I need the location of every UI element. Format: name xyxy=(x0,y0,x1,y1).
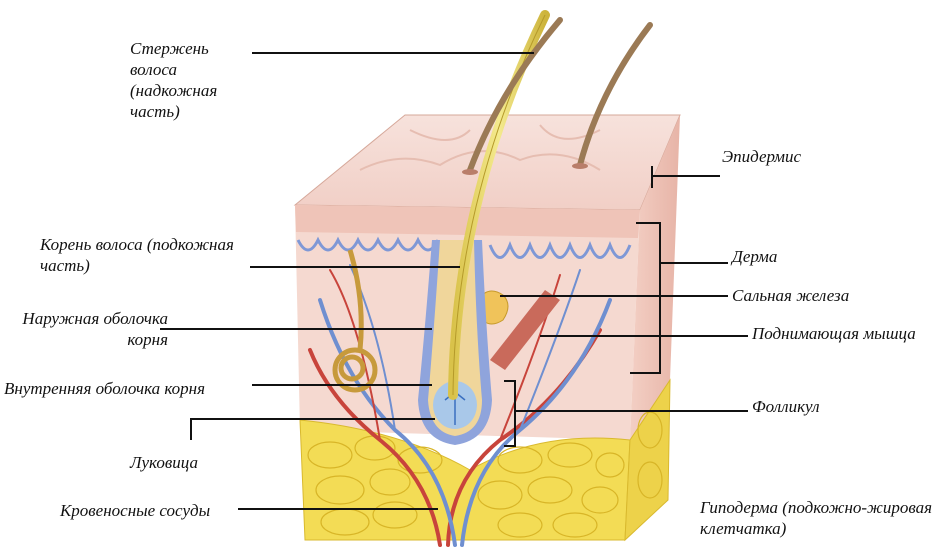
bracket-dermis-top xyxy=(636,222,661,224)
pointer-line-arrector-muscle xyxy=(540,335,748,337)
label-dermis: Дерма xyxy=(732,246,777,267)
pointer-line-blood-vessels xyxy=(238,508,438,510)
label-hair-shaft: Стержень волоса (надкожная часть) xyxy=(130,38,250,122)
label-follicle: Фолликул xyxy=(752,396,820,417)
pointer-line-sebaceous-gland xyxy=(500,295,728,297)
label-outer-root-sheath: Наружная оболочка корня xyxy=(8,308,168,350)
pointer-line-outer-root-sheath xyxy=(160,328,432,330)
label-sebaceous-gland: Сальная железа xyxy=(732,285,849,306)
bracket-follicle-bottom xyxy=(504,445,516,447)
pointer-line-bulb xyxy=(190,418,435,420)
bracket-dermis xyxy=(659,222,661,374)
pointer-line-dermis xyxy=(660,262,728,264)
pointer-line-hair-shaft xyxy=(252,52,534,54)
label-epidermis: Эпидермис xyxy=(722,146,801,167)
bracket-dermis-bottom xyxy=(630,372,661,374)
label-hypodermis: Гиподерма (подкожно-жировая клетчатка) xyxy=(700,497,936,539)
label-bulb: Луковица xyxy=(130,452,198,473)
pointer-line-follicle xyxy=(516,410,748,412)
label-hair-root: Корень волоса (подкожная часть) xyxy=(40,234,245,276)
bracket-follicle-top xyxy=(504,380,516,382)
pointer-line-hair-root xyxy=(250,266,460,268)
pointer-line-epidermis xyxy=(652,175,720,177)
pointer-line-inner-root-sheath xyxy=(252,384,432,386)
bracket-epidermis xyxy=(651,166,653,188)
label-blood-vessels: Кровеносные сосуды xyxy=(60,500,210,521)
label-arrector-muscle: Поднимающая мышца xyxy=(752,323,922,344)
pointer-vline-bulb xyxy=(190,418,192,440)
label-inner-root-sheath: Внутренняя оболочка корня xyxy=(4,378,239,399)
bracket-follicle xyxy=(514,380,516,446)
